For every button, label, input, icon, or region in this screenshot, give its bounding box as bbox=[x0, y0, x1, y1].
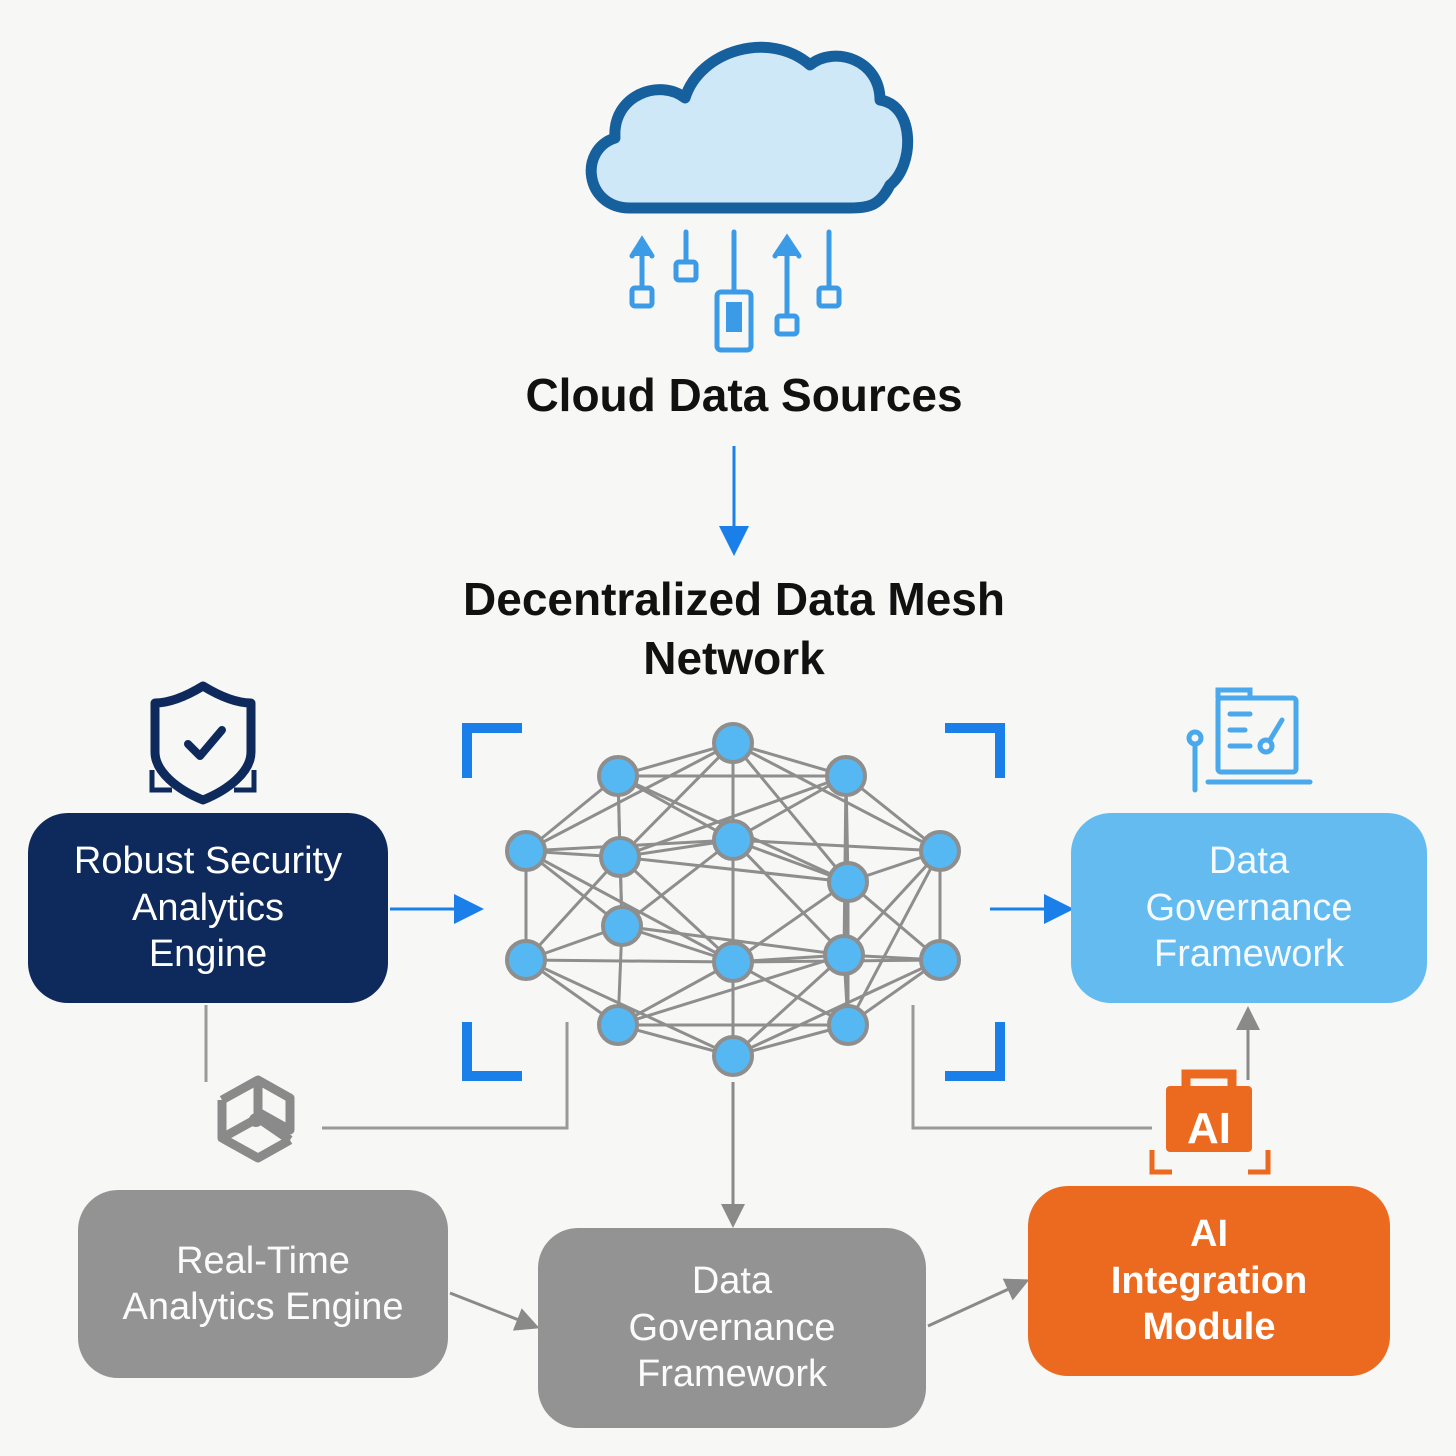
realtime-line-1: Real-Time bbox=[176, 1239, 350, 1282]
mesh-node bbox=[712, 819, 754, 861]
mesh-edge bbox=[732, 838, 941, 853]
mesh-node bbox=[599, 836, 641, 878]
mesh-node bbox=[712, 722, 754, 764]
cloud-icon bbox=[585, 41, 914, 214]
governance-right-line-3: Framework bbox=[1153, 933, 1345, 976]
mesh-focus-brackets bbox=[462, 723, 1005, 1081]
mesh-edge bbox=[731, 742, 850, 883]
shield-check-icon bbox=[149, 681, 257, 805]
mesh-node bbox=[919, 830, 961, 872]
mesh-edges bbox=[524, 741, 942, 1058]
governance-center-line-2: Governance bbox=[628, 1306, 836, 1349]
security-line-1: Robust Security bbox=[73, 840, 343, 883]
mesh-edge bbox=[617, 953, 845, 1027]
mesh-edge bbox=[617, 774, 734, 842]
mesh-edge bbox=[732, 741, 941, 853]
mesh-node bbox=[825, 755, 867, 797]
mesh-node bbox=[597, 755, 639, 797]
mesh-edge bbox=[621, 924, 845, 957]
mesh-node bbox=[827, 861, 869, 903]
mesh-title-line-1: Decentralized Data Mesh bbox=[463, 573, 1005, 625]
mesh-node bbox=[505, 830, 547, 872]
mesh-edge bbox=[732, 880, 849, 964]
mesh-node bbox=[712, 941, 754, 983]
governance-framework-node-center[interactable]: Data Governance Framework bbox=[538, 1228, 926, 1428]
mesh-edge bbox=[618, 741, 735, 859]
mesh-node bbox=[823, 934, 865, 976]
security-analytics-node[interactable]: Robust Security Analytics Engine bbox=[28, 813, 388, 1003]
puzzle-link-icon bbox=[217, 1075, 295, 1163]
security-line-3: Engine bbox=[148, 933, 268, 976]
data-stream-icons bbox=[629, 229, 842, 353]
mesh-node bbox=[827, 1004, 869, 1046]
mesh-title: Decentralized Data Mesh Network bbox=[380, 570, 1088, 688]
governance-center-line-3: Framework bbox=[636, 1353, 828, 1396]
governance-center-line-1: Data bbox=[691, 1260, 773, 1303]
mesh-edge bbox=[842, 849, 942, 957]
ai-briefcase-icon: AI bbox=[1149, 1069, 1271, 1175]
ai-integration-node[interactable]: AI Integration Module bbox=[1028, 1186, 1390, 1376]
mesh-edge bbox=[732, 960, 849, 1027]
realtime-analytics-node[interactable]: Real-Time Analytics Engine bbox=[78, 1190, 448, 1378]
mesh-node bbox=[919, 939, 961, 981]
ai-badge-label: AI bbox=[1187, 1104, 1231, 1153]
flow-connectors bbox=[204, 894, 1260, 1331]
mesh-edge bbox=[621, 838, 734, 928]
mesh-node bbox=[601, 905, 643, 947]
cloud-title: Cloud Data Sources bbox=[525, 369, 963, 421]
mesh-edge bbox=[524, 855, 622, 962]
mesh-edge bbox=[525, 741, 734, 853]
mesh-nodes bbox=[505, 722, 961, 1077]
mesh-edge bbox=[525, 958, 734, 964]
governance-framework-node-right[interactable]: Data Governance Framework bbox=[1071, 813, 1427, 1003]
mesh-edge bbox=[618, 855, 735, 964]
mesh-node bbox=[712, 1035, 754, 1077]
ai-line-3: Module bbox=[1142, 1306, 1276, 1349]
dashboard-document-icon bbox=[1186, 687, 1313, 793]
governance-right-line-1: Data bbox=[1208, 840, 1290, 883]
mesh-edge bbox=[731, 953, 846, 1058]
realtime-line-2: Analytics Engine bbox=[122, 1286, 404, 1328]
mesh-edge bbox=[732, 774, 847, 842]
mesh-node bbox=[597, 1004, 639, 1046]
ai-line-2: Integration bbox=[1110, 1259, 1308, 1302]
governance-right-line-2: Governance bbox=[1145, 886, 1353, 929]
mesh-title-line-2: Network bbox=[643, 631, 825, 684]
mesh-edge bbox=[731, 838, 846, 957]
mesh-node bbox=[505, 939, 547, 981]
security-line-2: Analytics bbox=[131, 886, 285, 929]
mesh-edge bbox=[617, 960, 734, 1027]
ai-line-1: AI bbox=[1190, 1213, 1228, 1256]
